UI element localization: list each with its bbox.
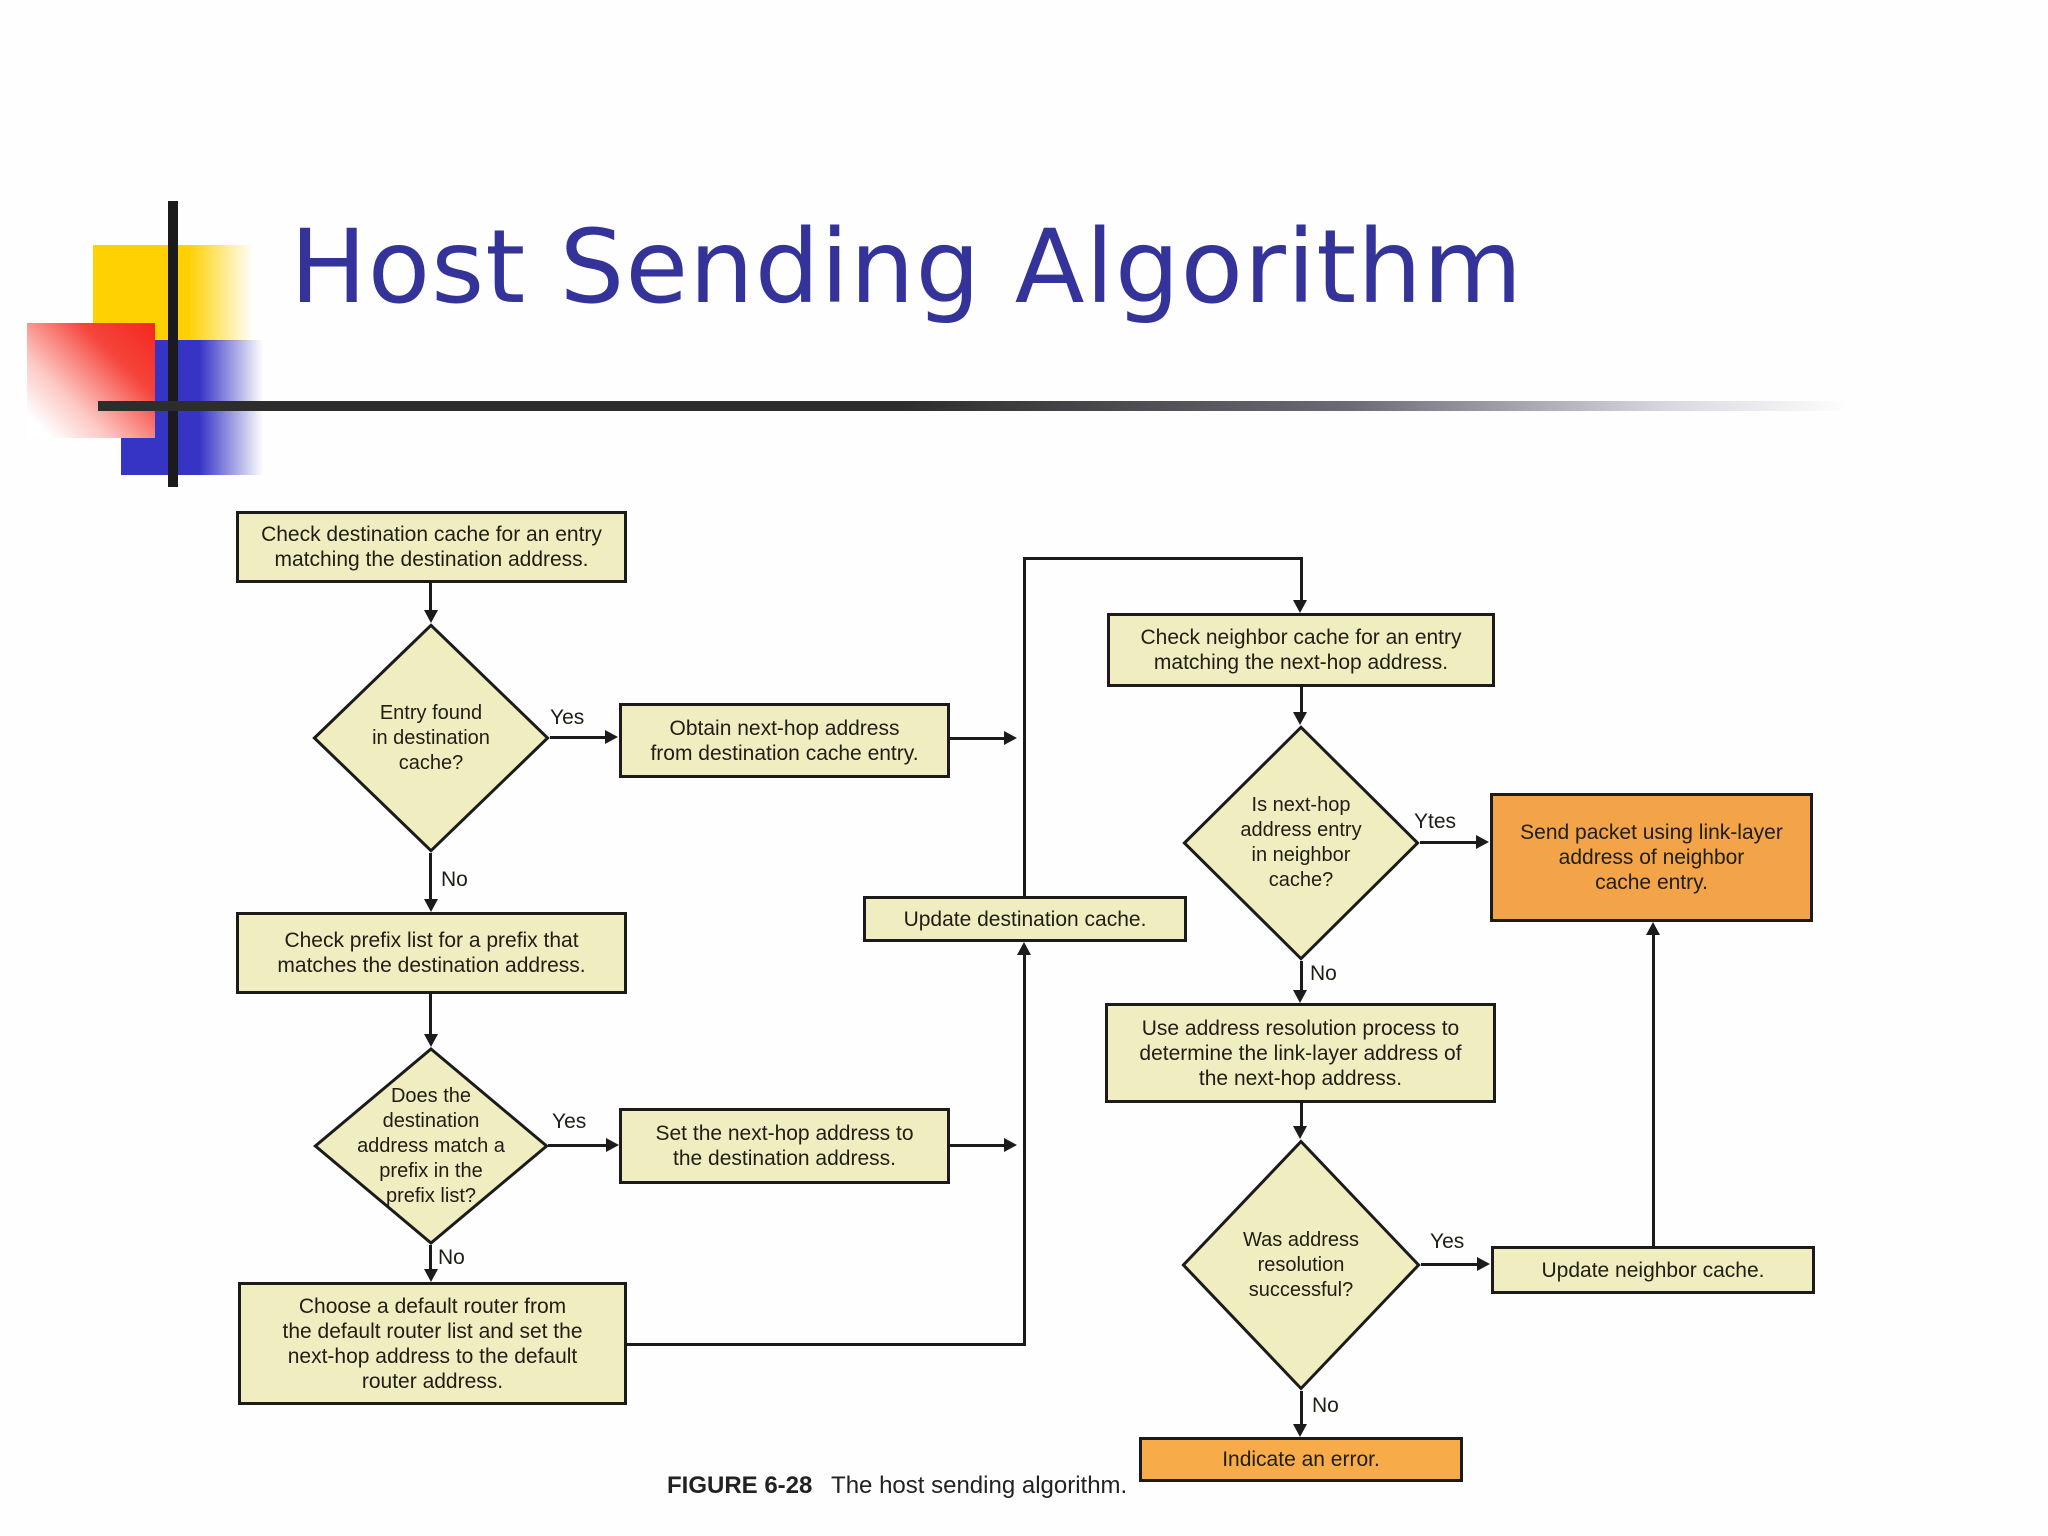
decision-resolution-success-text: Was address resolution successful?	[1243, 1228, 1359, 1301]
node-choose-default-router: Choose a default router from the default…	[238, 1282, 627, 1405]
arrowhead-j-l	[1293, 990, 1307, 1003]
connector-n-k	[1652, 935, 1655, 1246]
connector-m-n	[1421, 1263, 1478, 1266]
connector-m-o	[1300, 1391, 1303, 1424]
figure-caption: FIGURE 6-28 The host sending algorithm.	[667, 1472, 1127, 1500]
arrowhead-into-h	[1017, 942, 1031, 955]
label-neighbor-entry-yes: Ytes	[1414, 810, 1457, 833]
connector-junction-up-to-h	[1023, 955, 1026, 1346]
diamond-shape	[1181, 1139, 1421, 1391]
arrowhead-l-m	[1293, 1126, 1307, 1139]
figure-caption-text: The host sending algorithm.	[819, 1472, 1128, 1499]
decision-resolution-success: Was address resolution successful?	[1181, 1139, 1421, 1391]
connector-top-horizontal	[1023, 557, 1303, 560]
connector-e-g	[429, 1245, 432, 1270]
connector-d-e	[429, 994, 432, 1034]
decision-prefix-match: Does the destination address match a pre…	[313, 1047, 549, 1245]
arrowhead-b-c	[605, 730, 618, 744]
connector-b-c	[550, 736, 607, 739]
node-check-destination-cache: Check destination cache for an entry mat…	[236, 511, 627, 583]
arrowhead-c-junction	[1004, 731, 1017, 745]
arrowhead-e-g	[424, 1269, 438, 1282]
node-update-neighbor-cache: Update neighbor cache.	[1491, 1246, 1815, 1294]
figure-caption-label: FIGURE 6-28	[667, 1472, 813, 1499]
arrowhead-a-b	[424, 610, 438, 623]
arrowhead-i-j	[1293, 712, 1307, 725]
connector-h-top-line	[1023, 557, 1026, 896]
label-prefix-match-yes: Yes	[552, 1110, 587, 1133]
connector-f-junction	[950, 1144, 1005, 1147]
label-resolution-yes: Yes	[1430, 1230, 1465, 1253]
connector-i-j	[1300, 687, 1303, 712]
connector-g-junction	[627, 1343, 1026, 1346]
arrowhead-j-k	[1476, 835, 1489, 849]
label-prefix-match-no: No	[438, 1246, 465, 1269]
decision-neighbor-entry: Is next-hop address entry in neighbor ca…	[1182, 725, 1420, 961]
title-underline-rule	[98, 401, 1883, 411]
label-resolution-no: No	[1312, 1394, 1339, 1417]
arrowhead-into-k	[1646, 922, 1660, 935]
node-send-packet: Send packet using link-layer address of …	[1490, 793, 1813, 922]
connector-l-m	[1300, 1103, 1303, 1126]
decision-neighbor-entry-text: Is next-hop address entry in neighbor ca…	[1240, 794, 1362, 891]
node-address-resolution: Use address resolution process to determ…	[1105, 1003, 1496, 1103]
label-entry-found-no: No	[441, 868, 468, 891]
arrowhead-m-o	[1293, 1424, 1307, 1437]
arrowhead-e-f	[606, 1138, 619, 1152]
connector-j-k	[1420, 841, 1477, 844]
node-set-next-hop: Set the next-hop address to the destinat…	[619, 1108, 950, 1184]
arrowhead-m-n	[1477, 1257, 1490, 1271]
node-check-neighbor-cache: Check neighbor cache for an entry matchi…	[1107, 613, 1495, 687]
label-entry-found-yes: Yes	[550, 706, 585, 729]
node-obtain-next-hop: Obtain next-hop address from destination…	[619, 703, 950, 778]
connector-c-junction	[950, 737, 1005, 740]
page-title: Host Sending Algorithm	[290, 208, 1524, 327]
connector-b-d	[429, 853, 432, 899]
decision-entry-found-text: Entry found in destination cache?	[372, 701, 490, 774]
arrowhead-into-i	[1293, 600, 1307, 613]
diamond-shape	[313, 1047, 549, 1245]
connector-j-l	[1300, 961, 1303, 990]
decor-red-square	[27, 323, 155, 438]
node-check-prefix-list: Check prefix list for a prefix that matc…	[236, 912, 627, 994]
diamond-shape	[1182, 725, 1420, 961]
node-indicate-error: Indicate an error.	[1139, 1437, 1463, 1482]
connector-down-to-i	[1300, 557, 1303, 600]
decision-entry-found: Entry found in destination cache?	[312, 623, 550, 853]
connector-a-b	[429, 583, 432, 611]
arrowhead-f-junction	[1004, 1138, 1017, 1152]
connector-e-f	[548, 1144, 606, 1147]
arrowhead-b-d	[424, 899, 438, 912]
diamond-shape	[312, 623, 550, 853]
decision-prefix-match-text: Does the destination address match a pre…	[357, 1084, 505, 1207]
decor-vertical-line	[168, 201, 178, 487]
label-neighbor-entry-no: No	[1310, 962, 1337, 985]
arrowhead-d-e	[424, 1034, 438, 1047]
node-update-destination-cache: Update destination cache.	[863, 896, 1187, 942]
